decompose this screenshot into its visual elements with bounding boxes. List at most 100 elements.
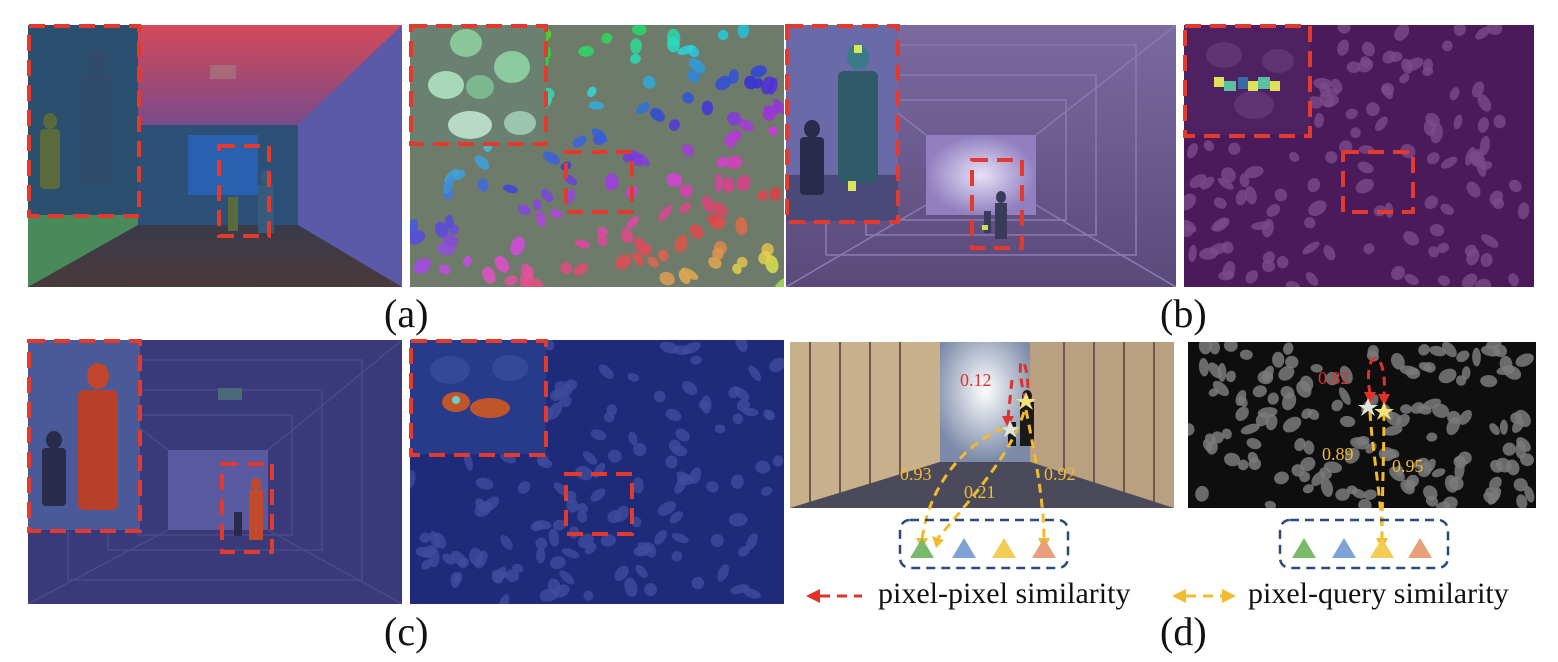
- cell-nucleus: [772, 455, 784, 467]
- cell-nucleus: [517, 481, 531, 494]
- legend-pixel-query-label: pixel-query similarity: [1248, 577, 1509, 610]
- subfigure-label-b: (b): [1160, 291, 1207, 336]
- cell-nucleus: [1213, 197, 1227, 209]
- cell-nucleus: [547, 402, 563, 420]
- cell-nucleus: [1323, 245, 1336, 261]
- cell-nucleus: [636, 102, 650, 115]
- cell-nucleus: [701, 100, 714, 116]
- cell-nucleus: [1422, 66, 1434, 77]
- cell-nucleus: [443, 234, 459, 248]
- cell-nucleus: [1225, 370, 1236, 383]
- hall-query-right-value: 0.92: [1044, 464, 1076, 484]
- cell-nucleus: [1517, 202, 1530, 220]
- cell-nucleus: [689, 224, 704, 239]
- cell-nucleus: [1477, 117, 1489, 133]
- legend-pixel-pixel-icon: [806, 589, 862, 603]
- cell-nucleus: [527, 278, 544, 287]
- cell-nucleus: [1338, 387, 1351, 405]
- cell-nucleus: [504, 275, 518, 286]
- cell-nucleus: [1217, 177, 1234, 190]
- subfigure-label-a: (a): [384, 291, 429, 336]
- cell-nucleus: [1246, 438, 1262, 450]
- query-yellow-icon: [992, 538, 1016, 558]
- cell-nucleus: [631, 25, 647, 36]
- cell-nucleus: [1282, 416, 1302, 433]
- hall-query-mid-value: 0.21: [964, 482, 996, 502]
- cell-nucleus: [1437, 242, 1450, 253]
- cell-nucleus: [550, 209, 563, 219]
- cell-nucleus: [410, 230, 425, 245]
- cell-nucleus: [1218, 270, 1235, 281]
- cell-nucleus: [1489, 423, 1500, 436]
- hall-query-left-value: 0.93: [900, 464, 932, 484]
- cell-nucleus: [1203, 140, 1215, 152]
- hall-pixel-pixel-value: 0.12: [960, 370, 992, 390]
- query-yellow-icon: [1370, 538, 1394, 558]
- cell-nucleus: [1509, 179, 1522, 193]
- query-blue-icon: [1332, 538, 1356, 558]
- cell-nucleus: [601, 32, 613, 44]
- panel-b-hallway-inset: [786, 25, 898, 221]
- cell-nucleus: [1475, 26, 1491, 40]
- cell-nucleus: [561, 548, 580, 559]
- cell-nucleus: [658, 249, 669, 262]
- cell-nucleus: [1244, 186, 1257, 205]
- cell-nucleus: [717, 29, 729, 41]
- cell-nucleus: [578, 533, 594, 549]
- cell-nucleus: [590, 429, 607, 441]
- cell-nucleus: [1466, 248, 1480, 266]
- cell-nucleus: [1344, 447, 1360, 464]
- cell-nucleus: [626, 215, 639, 230]
- cell-nucleus: [712, 201, 728, 217]
- cell-nucleus: [687, 69, 701, 83]
- cell-nucleus: [1438, 275, 1450, 286]
- cell-nucleus: [1198, 342, 1212, 355]
- cell-nucleus: [742, 588, 761, 599]
- cell-nucleus: [1248, 457, 1262, 471]
- cell-nucleus: [583, 590, 594, 601]
- cell-nucleus: [549, 556, 566, 570]
- cell-nucleus: [1209, 342, 1220, 355]
- cells-pixel-pixel-value: 0.82: [1318, 368, 1350, 388]
- cell-nucleus: [1471, 81, 1485, 98]
- cell-nucleus: [536, 211, 547, 228]
- cell-nucleus: [535, 537, 548, 550]
- cell-nucleus: [596, 227, 609, 237]
- cell-nucleus: [500, 535, 513, 550]
- cell-nucleus: [1235, 406, 1249, 421]
- cell-nucleus: [769, 187, 782, 201]
- cell-nucleus: [712, 248, 724, 260]
- cell-nucleus: [1453, 114, 1463, 130]
- cell-nucleus: [1466, 181, 1481, 198]
- cell-nucleus: [682, 143, 695, 157]
- cell-nucleus: [1355, 436, 1370, 446]
- cell-nucleus: [564, 379, 578, 391]
- cell-nucleus: [640, 244, 652, 256]
- cell-nucleus: [541, 188, 554, 203]
- cell-nucleus: [614, 565, 629, 581]
- cell-nucleus: [1406, 474, 1419, 488]
- panel-c-cells-inset: [410, 340, 546, 454]
- cell-nucleus: [1423, 458, 1436, 474]
- cell-nucleus: [642, 75, 656, 89]
- cell-nucleus: [1391, 353, 1405, 370]
- cell-nucleus: [1461, 366, 1471, 380]
- cell-nucleus: [1374, 116, 1388, 132]
- cell-nucleus: [600, 534, 616, 547]
- cell-nucleus: [532, 520, 552, 530]
- cell-nucleus: [758, 250, 772, 265]
- cell-nucleus: [1302, 484, 1314, 494]
- cell-nucleus: [768, 126, 779, 136]
- cell-nucleus: [666, 173, 683, 187]
- cell-nucleus: [1209, 243, 1228, 255]
- cell-nucleus: [1499, 419, 1508, 435]
- cell-nucleus: [1430, 123, 1443, 144]
- cell-nucleus: [658, 205, 673, 221]
- cells-query-left-value: 0.89: [1322, 444, 1354, 464]
- cell-nucleus: [1255, 412, 1270, 427]
- cell-nucleus: [1266, 204, 1281, 217]
- cell-nucleus: [1418, 362, 1432, 372]
- cell-nucleus: [606, 404, 618, 416]
- cell-nucleus: [736, 175, 751, 191]
- cell-nucleus: [578, 45, 595, 57]
